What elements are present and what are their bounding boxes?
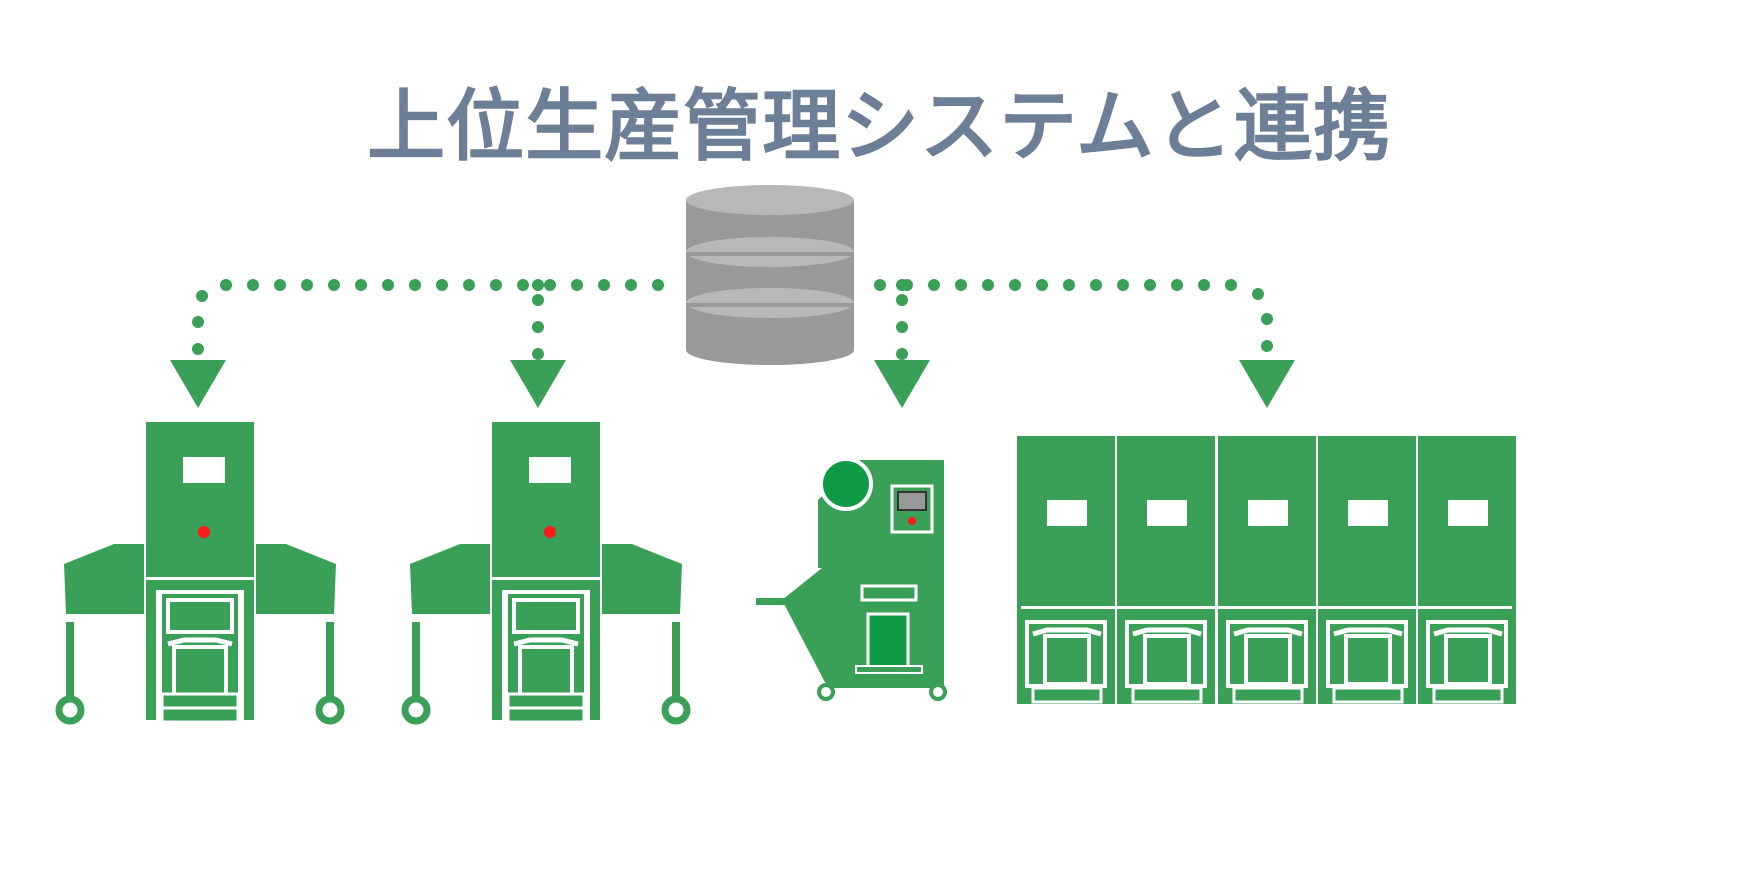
connector-dot xyxy=(532,294,544,306)
connector-dot xyxy=(1009,279,1021,291)
connector-dot xyxy=(532,279,544,291)
connector-dot xyxy=(928,279,940,291)
connector-dot xyxy=(1198,279,1210,291)
arrow-down-icon xyxy=(1239,360,1295,408)
connector-dot xyxy=(874,279,886,291)
connector-dot xyxy=(598,279,610,291)
connector-dot xyxy=(1225,279,1237,291)
connector-dot xyxy=(955,279,967,291)
connector-dot xyxy=(982,279,994,291)
diagram-title: 上位生産管理システムと連携 xyxy=(367,82,1392,172)
connector-dot xyxy=(463,279,475,291)
connector-dot xyxy=(896,348,908,360)
connector-dot xyxy=(544,279,556,291)
database-icon xyxy=(686,185,854,365)
connector-dot xyxy=(328,279,340,291)
connector-dot xyxy=(192,316,204,328)
connector-dot xyxy=(532,321,544,333)
weighing-machine xyxy=(756,457,947,701)
connector-dot xyxy=(571,279,583,291)
connector-dot xyxy=(517,279,529,291)
connector-dot xyxy=(196,290,208,302)
connector-dot xyxy=(896,294,908,306)
connector-dot xyxy=(301,279,313,291)
connector-dot xyxy=(652,279,664,291)
connector-dot xyxy=(355,279,367,291)
connector-dot xyxy=(625,279,637,291)
connector-dot xyxy=(382,279,394,291)
checkweigher-machine-1 xyxy=(59,422,341,722)
connector-dot xyxy=(532,348,544,360)
connectors xyxy=(170,279,1295,408)
arrow-down-icon xyxy=(170,360,226,408)
connector-dot xyxy=(409,279,421,291)
connector-dot xyxy=(274,279,286,291)
connector-dot xyxy=(220,279,232,291)
connector-dot xyxy=(1036,279,1048,291)
checkweigher-machine-2 xyxy=(405,422,687,722)
connector-dot xyxy=(1261,340,1273,352)
connector-dot xyxy=(896,321,908,333)
connector-dot xyxy=(1261,313,1273,325)
arrow-down-icon xyxy=(510,360,566,408)
connector-dot xyxy=(1171,279,1183,291)
connector-dot xyxy=(1063,279,1075,291)
connector-dot xyxy=(436,279,448,291)
connector-dot xyxy=(1144,279,1156,291)
connector-dot xyxy=(490,279,502,291)
arrow-down-icon xyxy=(874,360,930,408)
connector-dot xyxy=(1090,279,1102,291)
connector-dot xyxy=(1252,288,1264,300)
connector-dot xyxy=(1117,279,1129,291)
connector-dot xyxy=(247,279,259,291)
multi-unit-machine xyxy=(1017,436,1516,704)
connector-dot xyxy=(896,279,908,291)
connector-dot xyxy=(192,343,204,355)
